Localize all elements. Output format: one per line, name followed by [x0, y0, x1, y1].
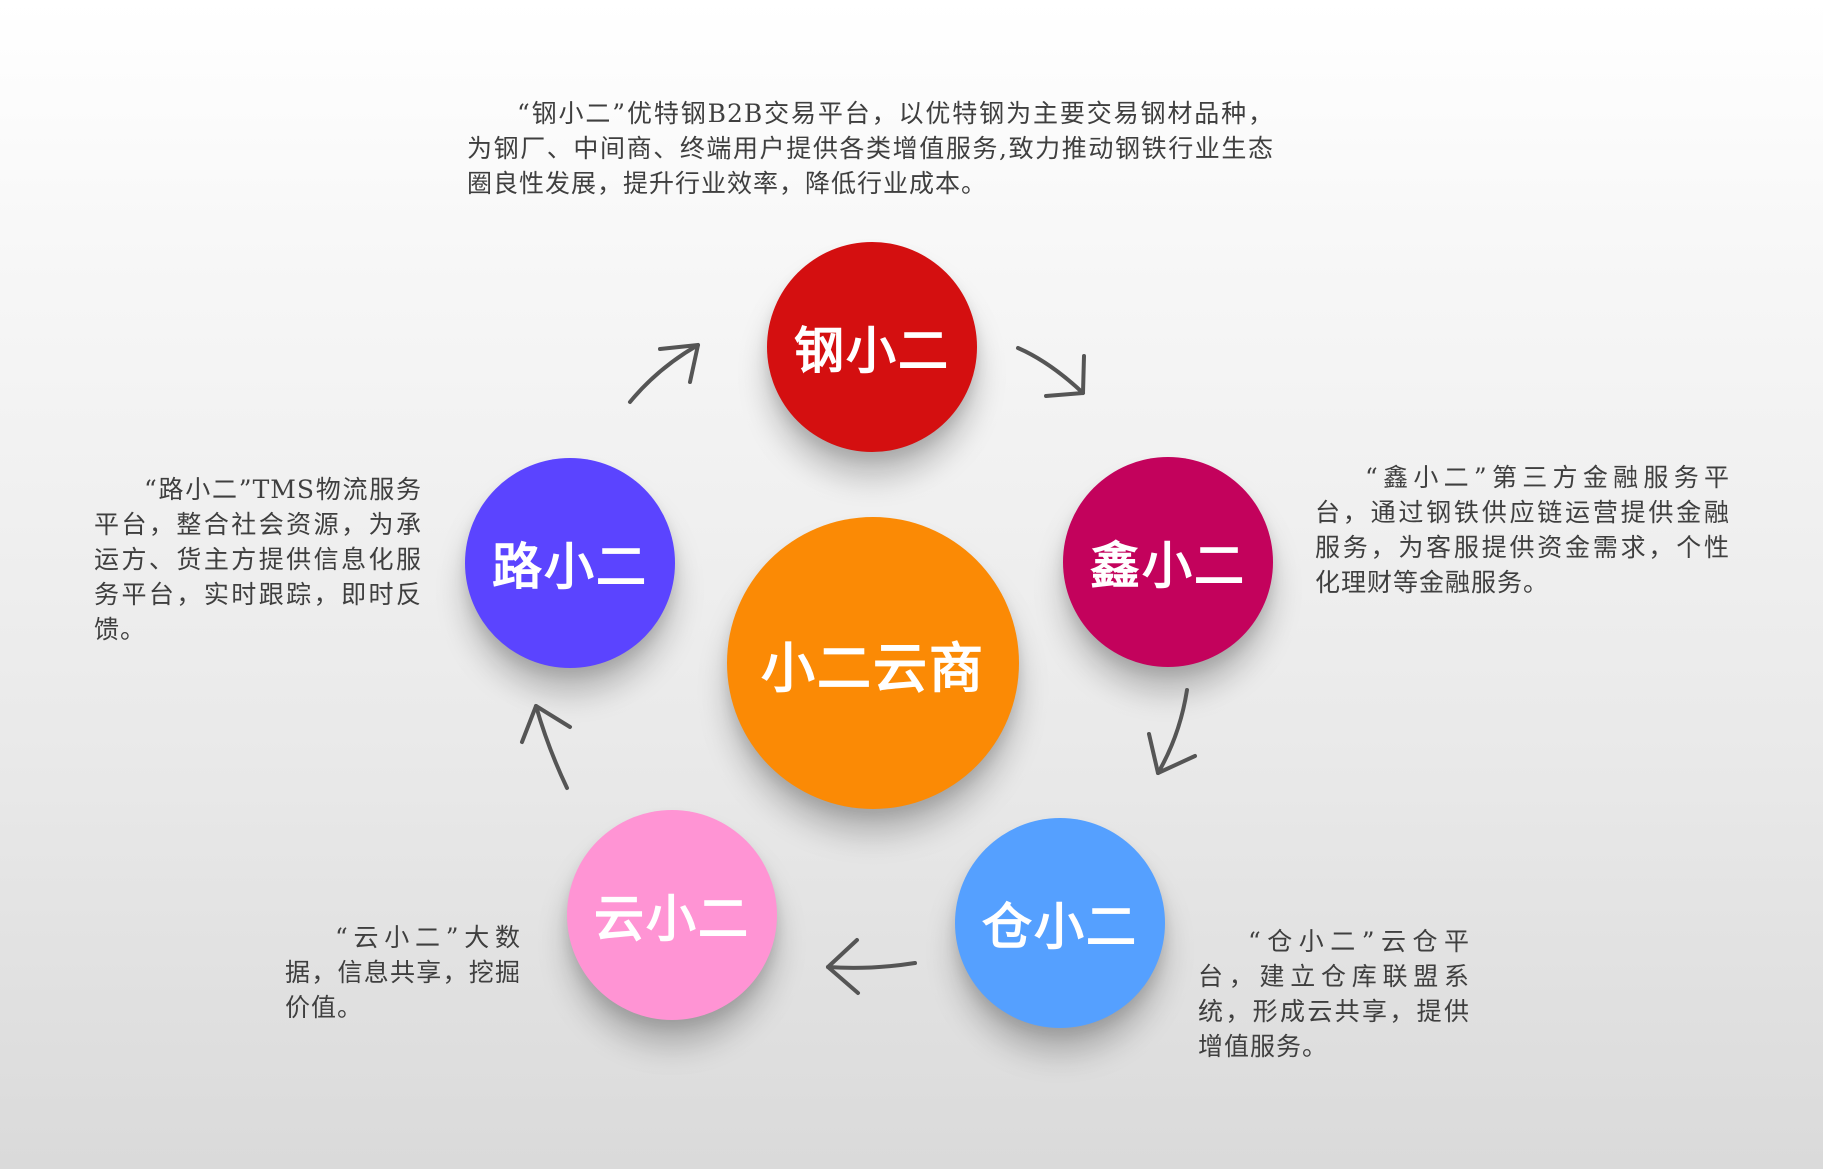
arrow-yun-to-lu — [520, 704, 572, 790]
node-yun: 云小二 — [567, 810, 777, 1020]
arrow-xin-to-cang — [1147, 688, 1197, 775]
arrow-lu-to-gang — [628, 343, 700, 404]
desc-gang: “钢小二”优特钢B2B交易平台，以优特钢为主要交易钢材品种，为钢厂、中间商、终端… — [467, 96, 1274, 201]
arrow-cang-to-yun — [826, 938, 917, 995]
desc-cang: “仓小二”云仓平台，建立仓库联盟系统，形成云共享，提供增值服务。 — [1198, 924, 1470, 1064]
node-xin: 鑫小二 — [1063, 457, 1273, 667]
node-lu: 路小二 — [465, 458, 675, 668]
desc-xin-text: “鑫小二”第三方金融服务平台，通过钢铁供应链运营提供金融服务，为客服提供资金需求… — [1315, 463, 1730, 597]
desc-yun: “云小二”大数据，信息共享，挖掘价值。 — [285, 920, 521, 1025]
desc-yun-text: “云小二”大数据，信息共享，挖掘价值。 — [285, 923, 521, 1022]
node-yun-label: 云小二 — [594, 890, 750, 948]
desc-xin: “鑫小二”第三方金融服务平台，通过钢铁供应链运营提供金融服务，为客服提供资金需求… — [1315, 460, 1730, 600]
node-xin-label: 鑫小二 — [1090, 537, 1246, 595]
center-node-label: 小二云商 — [761, 636, 985, 700]
node-gang: 钢小二 — [767, 242, 977, 452]
desc-cang-text: “仓小二”云仓平台，建立仓库联盟系统，形成云共享，提供增值服务。 — [1198, 927, 1470, 1061]
center-node: 小二云商 — [727, 517, 1019, 809]
desc-gang-text: “钢小二”优特钢B2B交易平台，以优特钢为主要交易钢材品种，为钢厂、中间商、终端… — [467, 99, 1274, 198]
node-gang-label: 钢小二 — [794, 322, 950, 380]
node-cang-label: 仓小二 — [982, 898, 1138, 956]
arrow-gang-to-xin — [1016, 346, 1086, 398]
node-cang: 仓小二 — [955, 818, 1165, 1028]
desc-lu: “路小二”TMS物流服务平台，整合社会资源，为承运方、货主方提供信息化服务平台，… — [94, 472, 422, 647]
node-lu-label: 路小二 — [492, 538, 648, 596]
desc-lu-text: “路小二”TMS物流服务平台，整合社会资源，为承运方、货主方提供信息化服务平台，… — [94, 475, 422, 644]
